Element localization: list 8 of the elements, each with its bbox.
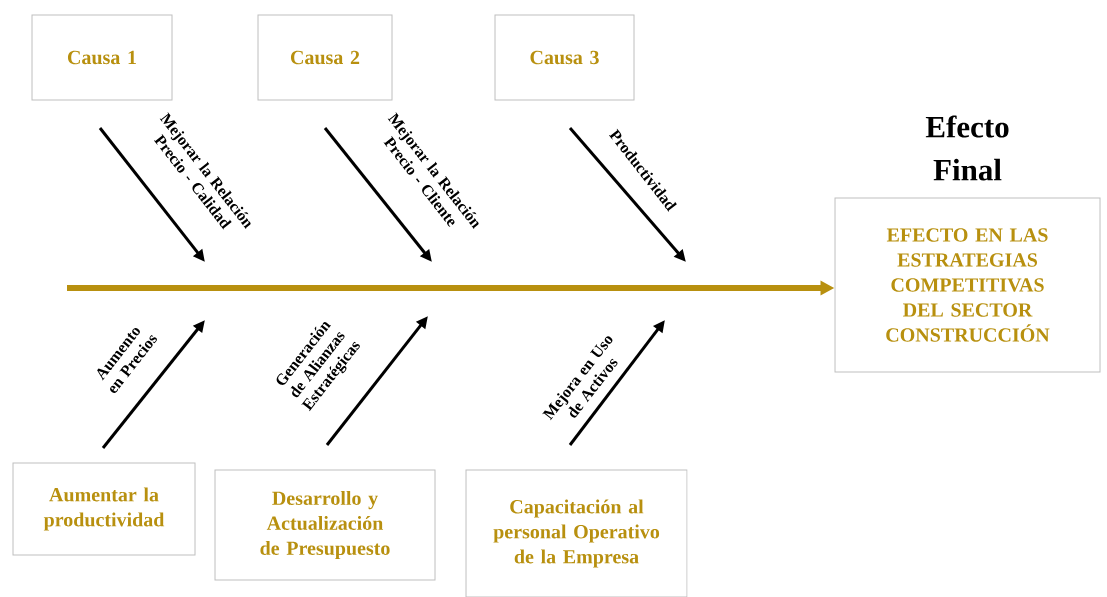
- cause-box: Causa 1: [31, 14, 173, 101]
- cause-box: Desarrollo y Actualización de Presupuesto: [214, 469, 436, 581]
- cause-box: Causa 3: [494, 14, 635, 101]
- cause-box: Aumentar la productividad: [12, 462, 196, 556]
- effect-heading: Efecto Final: [925, 115, 1009, 181]
- cause-box: Causa 2: [257, 14, 393, 101]
- effect-box: EFECTO EN LAS ESTRATEGIAS COMPETITIVAS DEL SECTOR CONSTRUCCIÓN: [834, 197, 1101, 373]
- cause-box: Capacitación al personal Operativo de la Empresa: [465, 469, 688, 597]
